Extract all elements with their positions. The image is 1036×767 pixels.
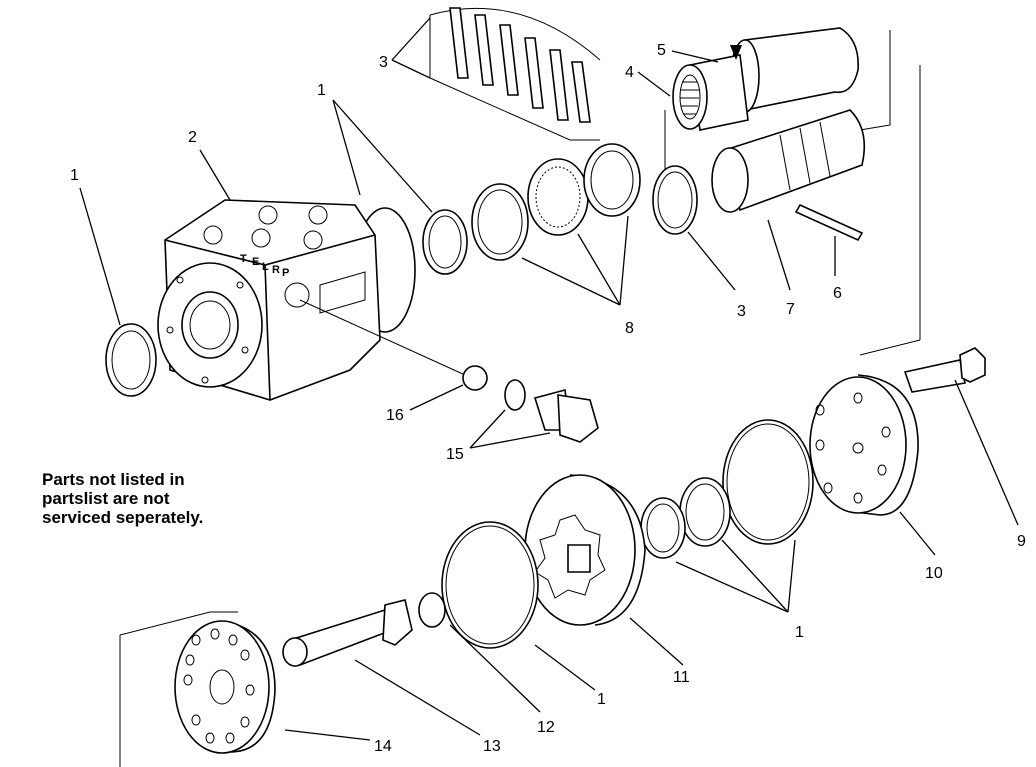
callout-14: 14 (374, 738, 392, 755)
callout-16: 16 (386, 407, 404, 424)
service-note: Parts not listed in partslist are not se… (42, 470, 242, 527)
callout-3: 3 (737, 303, 746, 320)
port-letters: T E L R P (240, 253, 289, 279)
callout-labels: 1 2 1 3 5 4 8 3 7 6 16 15 9 10 1 11 1 12… (70, 42, 1026, 755)
callout-11: 11 (673, 669, 690, 686)
plug (533, 388, 599, 443)
callout-1: 1 (597, 691, 606, 708)
svg-text:P: P (282, 267, 289, 279)
seal-ring-large (722, 419, 814, 545)
svg-text:E: E (252, 256, 259, 268)
note-line: Parts not listed in (42, 470, 185, 489)
spool-sleeve-assembly (664, 27, 921, 340)
seal-ring-left (105, 323, 157, 397)
seal-rings-top (422, 143, 698, 275)
bolt (859, 339, 986, 393)
callout-5: 5 (657, 42, 666, 59)
o-ring (441, 521, 539, 649)
washer (504, 379, 526, 411)
callout-1: 1 (317, 82, 326, 99)
leader-lines (79, 17, 1019, 741)
callout-7: 7 (786, 301, 795, 318)
gerotor (524, 474, 646, 626)
spacer (418, 592, 446, 628)
svg-text:R: R (272, 264, 280, 276)
callout-15: 15 (446, 446, 464, 463)
callout-1: 1 (70, 167, 79, 184)
svg-text:L: L (262, 261, 269, 273)
note-line: serviced seperately. (42, 508, 204, 527)
callout-8: 8 (625, 320, 634, 337)
callout-9: 9 (1017, 533, 1026, 550)
callout-10: 10 (925, 565, 943, 582)
note-line: partslist are not (42, 489, 170, 508)
callout-3: 3 (379, 54, 388, 71)
callout-1: 1 (795, 624, 804, 641)
drive-shaft (282, 599, 413, 667)
housing (157, 199, 416, 401)
bearing-roller-set (429, 7, 601, 141)
callout-13: 13 (483, 738, 501, 755)
seal-ring-small (640, 497, 686, 559)
end-cap (809, 374, 919, 516)
callout-12: 12 (537, 719, 555, 736)
callout-6: 6 (833, 285, 842, 302)
seal-ring-mid (679, 477, 731, 547)
callout-2: 2 (188, 129, 197, 146)
wear-plate (119, 611, 276, 767)
svg-text:T: T (240, 253, 247, 265)
callout-4: 4 (625, 64, 634, 81)
check-ball (462, 365, 488, 391)
